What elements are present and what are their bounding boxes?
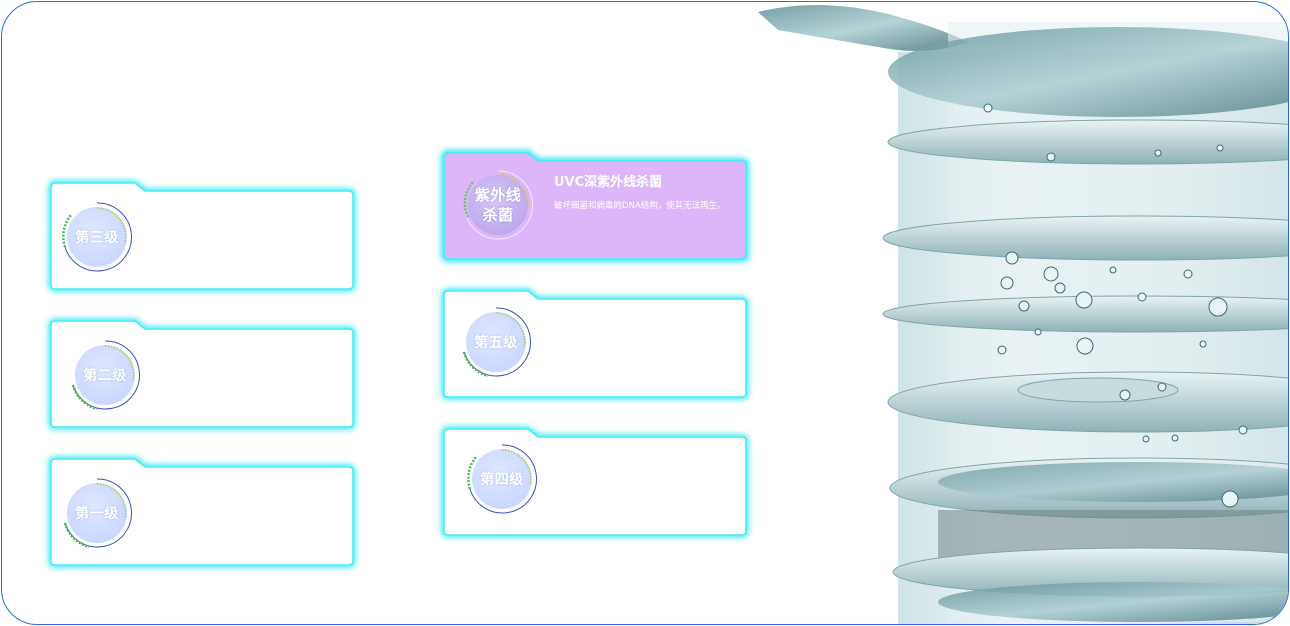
stage-card-level4[interactable]: 第四级 — [441, 426, 749, 538]
stage-label: 第五级 — [474, 335, 518, 351]
card-outline — [48, 318, 356, 430]
ring-gauge-icon — [71, 340, 140, 411]
ring-gauge-icon — [467, 444, 537, 514]
stage-label-line2: 杀菌 — [482, 206, 514, 224]
stage-card-level5[interactable]: 第五级 — [441, 288, 749, 400]
ring-gauge-icon — [463, 170, 533, 240]
stage-badge: 第五级 — [458, 304, 534, 380]
stage-badge: 第一级 — [59, 475, 135, 551]
ring-gauge-icon — [62, 202, 132, 272]
stage-info: UVC深紫外线杀菌 破坏细菌和病毒的DNA结构，使其无法再生。 — [554, 171, 734, 215]
ring-gauge-icon — [63, 478, 132, 549]
stage-badge: 紫外线 杀菌 — [460, 167, 536, 243]
stage-label-line1: 紫外线 — [474, 186, 522, 204]
stage-badge: 第二级 — [67, 337, 143, 413]
stage-card-level1[interactable]: 第一级 — [48, 456, 356, 568]
stage-badge: 第四级 — [464, 441, 540, 517]
stage-label: 第二级 — [83, 368, 127, 384]
ring-gauge-icon — [462, 307, 531, 378]
stage-title: UVC深紫外线杀菌 — [554, 175, 663, 190]
card-outline — [48, 456, 356, 568]
filter-tank-illustration — [758, 4, 1288, 624]
stage-description: 破坏细菌和病毒的DNA结构，使其无法再生。 — [554, 201, 726, 211]
stage-label: 第四级 — [480, 472, 524, 488]
card-outline — [441, 150, 749, 262]
stage-card-level2[interactable]: 第二级 — [48, 318, 356, 430]
stage-card-uv[interactable]: 紫外线 杀菌 UVC深紫外线杀菌 破坏细菌和病毒的DNA结构，使其无法再生。 — [441, 150, 749, 262]
stage-label: 第一级 — [75, 506, 119, 522]
stage-badge: 第三级 — [59, 199, 135, 275]
stage-card-level3[interactable]: 第三级 — [48, 180, 356, 292]
card-outline — [48, 180, 356, 292]
stage-label: 第三级 — [75, 230, 119, 246]
stage-label: 紫外线 杀菌 — [460, 167, 536, 243]
